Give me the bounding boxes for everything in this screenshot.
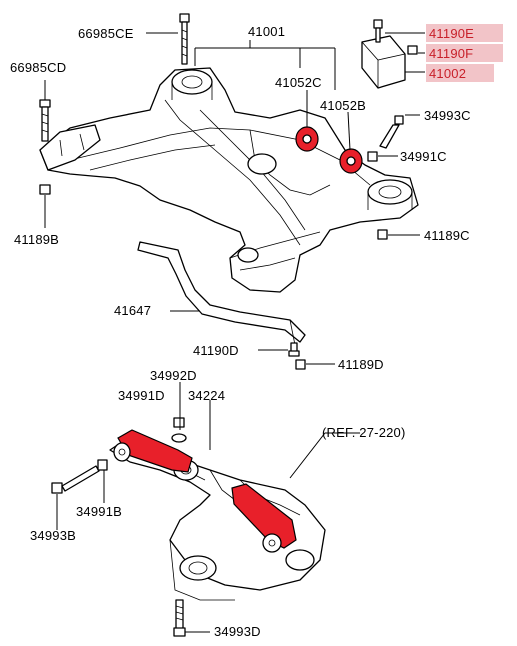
- label-41189b: 41189B: [14, 232, 59, 247]
- label-34224: 34224: [188, 388, 225, 403]
- differential-member-34224: [109, 439, 326, 601]
- nut-41189b: [39, 184, 51, 195]
- label-41052c: 41052C: [275, 75, 322, 90]
- rear-subframe: [39, 67, 419, 293]
- label-41190d: 41190D: [193, 343, 239, 358]
- bolt-66985ce: [179, 13, 190, 65]
- bolt-34993d: [173, 599, 186, 637]
- label-41189d: 41189D: [338, 357, 384, 372]
- bolt-34993b: [51, 465, 100, 494]
- label-34993c: 34993C: [424, 108, 471, 123]
- bracket-41002: [361, 19, 418, 89]
- nut-34991c: [367, 151, 378, 162]
- label-66985ce: 66985CE: [78, 26, 134, 41]
- highlight-41190e: [426, 24, 503, 42]
- nut-34992d: [173, 417, 185, 428]
- nut-41189d: [295, 359, 306, 370]
- label-41190e: 41190E: [429, 26, 474, 41]
- stabilizer-41647: [137, 241, 306, 343]
- washer-34991d: [171, 433, 187, 443]
- label-34993b: 34993B: [30, 528, 76, 543]
- label-ref-27-220: (REF. 27-220): [322, 425, 406, 440]
- bolt-34993c: [379, 115, 404, 149]
- bolt-41190d: [288, 342, 300, 357]
- label-34992d: 34992D: [150, 368, 197, 383]
- nut-34991b: [97, 459, 108, 471]
- label-41189c: 41189C: [424, 228, 470, 243]
- highlight-41002: [426, 64, 494, 82]
- label-41001: 41001: [248, 24, 285, 39]
- label-34993d: 34993D: [214, 624, 261, 639]
- label-41052b: 41052B: [320, 98, 366, 113]
- label-41002: 41002: [429, 66, 466, 81]
- label-41190f: 41190F: [429, 46, 473, 61]
- red-mount-arm-left: [117, 429, 193, 473]
- label-34991b: 34991B: [76, 504, 122, 519]
- label-34991d: 34991D: [118, 388, 165, 403]
- leader-lines: [44, 32, 425, 633]
- red-mount-arm-right: [231, 483, 297, 549]
- nut-41189c: [377, 229, 388, 240]
- label-41647: 41647: [114, 303, 151, 318]
- bolt-66985cd: [39, 99, 51, 142]
- highlight-41190f: [426, 44, 503, 62]
- label-66985cd: 66985CD: [10, 60, 66, 75]
- label-34991c: 34991C: [400, 149, 447, 164]
